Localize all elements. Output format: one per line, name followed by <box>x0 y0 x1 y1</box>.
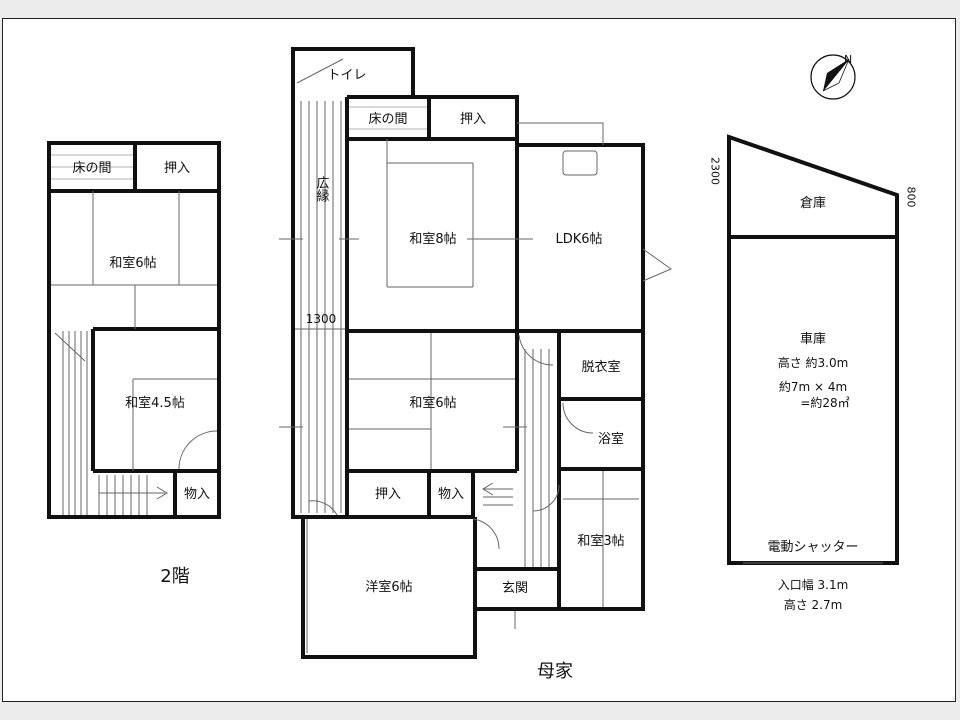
tatami-lines-main <box>349 139 639 607</box>
floor2-monoire-label: 物入 <box>184 487 210 502</box>
floor2-title: 2階 <box>160 566 189 587</box>
hiroen-width-label: 1300 <box>306 312 337 326</box>
floor2-tokonoma-label: 床の間 <box>72 161 111 176</box>
garage-height-label: 高さ 約3.0m <box>778 355 849 370</box>
main-house-title: 母家 <box>537 661 573 682</box>
entrance-width-label: 入口幅 3.1m <box>778 577 849 592</box>
shako-label: 車庫 <box>800 332 826 347</box>
garage-area-label: =約28㎡ <box>800 395 849 410</box>
floor2-plan <box>47 141 221 519</box>
floor-plan-frame: 床の間 押入 和室6帖 和室4.5帖 物入 2階 <box>2 18 956 702</box>
door-swing <box>308 500 338 516</box>
tokonoma-hatch <box>51 154 133 180</box>
door-swing <box>54 332 86 362</box>
tokonoma-hatch-main <box>349 106 427 130</box>
sink-icon <box>562 150 598 176</box>
compass-icon <box>810 54 856 100</box>
compass-north-label: N <box>844 53 852 66</box>
floor-plan: 床の間 押入 和室6帖 和室4.5帖 物入 2階 <box>47 47 918 682</box>
floor2-washitsu6-label: 和室6帖 <box>109 255 156 271</box>
entrance-height-label: 高さ 2.7m <box>784 597 843 612</box>
souko-dim-left: 2300 <box>709 157 722 185</box>
door-swing <box>562 402 594 434</box>
souko-label: 倉庫 <box>800 196 826 211</box>
hiroen-label: 広縁 <box>314 176 330 202</box>
souko-dim-right: 800 <box>905 187 918 208</box>
main-monoire-label: 物入 <box>438 487 464 502</box>
ldk-label: LDK6帖 <box>555 232 602 247</box>
shutter-label: 電動シャッター <box>767 540 858 555</box>
corridor-lines <box>306 349 550 653</box>
stairs-2f <box>62 331 168 515</box>
tatami-lines <box>51 191 217 471</box>
yoshitsu-label: 洋室6帖 <box>365 579 412 595</box>
door-swing <box>472 518 500 550</box>
garage-outline <box>727 134 899 565</box>
main-tokonoma-label: 床の間 <box>368 112 407 127</box>
main-oshiire-bottom-label: 押入 <box>375 487 401 502</box>
north-wall <box>347 95 519 139</box>
toilet-label: トイレ <box>327 68 366 83</box>
yoshitsu-walls <box>301 517 477 659</box>
main-washitsu6-label: 和室6帖 <box>409 395 456 411</box>
genkan-label: 玄関 <box>502 581 528 596</box>
garage-plan <box>727 134 899 565</box>
hiroen-boards <box>300 101 342 513</box>
door-swing <box>178 430 218 470</box>
door-swing <box>532 484 560 512</box>
garage-size-label: 約7m × 4m <box>779 379 847 394</box>
yokushitsu-label: 浴室 <box>598 431 624 447</box>
door-swing <box>518 334 554 366</box>
main-oshiire-top-label: 押入 <box>460 112 486 127</box>
washitsu3-label: 和室3帖 <box>577 533 624 549</box>
door-swing <box>296 58 344 84</box>
door-swing <box>642 248 673 282</box>
west-wall <box>291 99 347 519</box>
datsuishitsu-label: 脱衣室 <box>581 359 620 375</box>
floor2-washitsu45-label: 和室4.5帖 <box>125 395 185 411</box>
washitsu8-label: 和室8帖 <box>409 231 456 247</box>
window <box>517 122 604 145</box>
floor2-oshiire-label: 押入 <box>164 161 190 176</box>
main-house-plan <box>279 47 673 659</box>
